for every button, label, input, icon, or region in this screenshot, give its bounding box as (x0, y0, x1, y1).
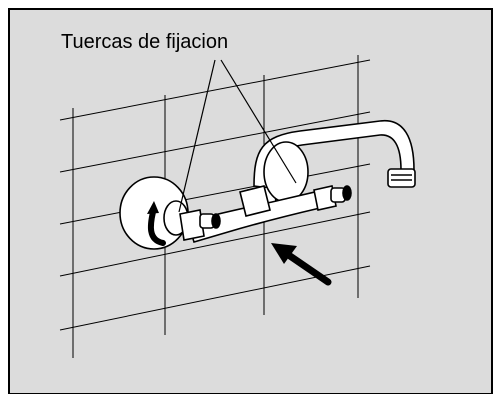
spout (253, 120, 416, 189)
wall-tile-grid (59, 55, 371, 358)
rotate-arrow-icon (147, 201, 166, 246)
wall-flange-right (263, 141, 309, 203)
left-handle (179, 209, 221, 241)
callout-leader-lines (178, 59, 297, 213)
push-arrow-icon (271, 243, 332, 286)
right-handle (313, 185, 352, 211)
callout-label: Tuercas de fijacion (61, 31, 229, 53)
